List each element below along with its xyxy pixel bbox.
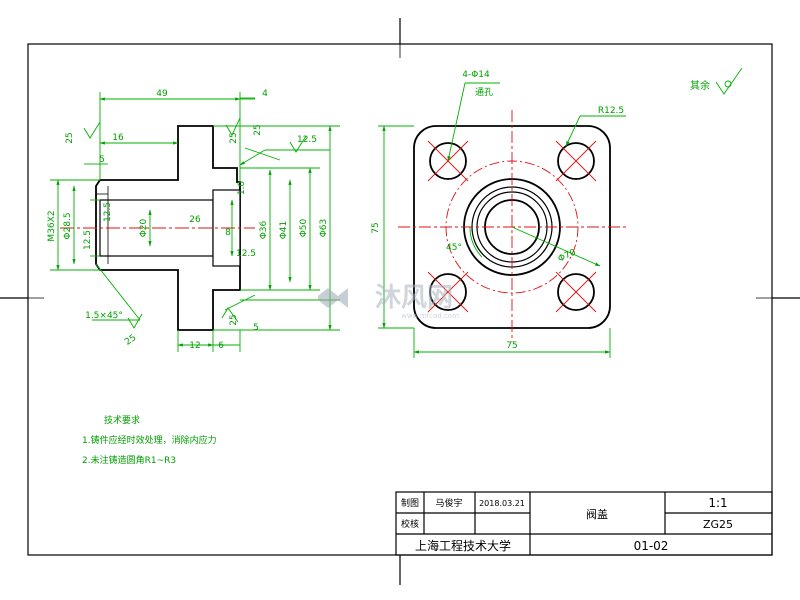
title-block	[395, 491, 773, 556]
front-view-dimensions: 49 4 25 16 25 25 12.5 5 12.5 1.0 M36X2 Φ…	[47, 89, 329, 351]
height-dim: 75	[371, 222, 381, 233]
watermark: 沐风网 www.mfcad.com	[318, 283, 459, 320]
scale: 1:1	[708, 496, 727, 510]
dim-phi36: Φ36	[259, 220, 269, 239]
tech-req-item-1: 1.铸件应经时效处理，消除内应力	[82, 434, 217, 446]
watermark-logo-icon	[318, 288, 348, 308]
dim-12-5-inner: 12.5	[103, 202, 113, 222]
dim-16: 16	[112, 133, 124, 143]
dim-12-5-top: 12.5	[297, 135, 317, 145]
dim-25-top-b: 25	[253, 124, 263, 135]
dim-25-top-a: 25	[229, 132, 239, 143]
dim-26: 26	[189, 215, 201, 225]
dim-25-left: 25	[65, 132, 75, 143]
dim-12: 12	[189, 341, 200, 351]
front-section-view	[50, 92, 340, 352]
radius-label: R12.5	[598, 106, 624, 116]
dim-12-5-right: 12.5	[236, 249, 256, 259]
dim-phi28-5: Φ28.5	[63, 212, 73, 239]
dim-1-0: 1.0	[237, 181, 247, 196]
dim-phi63: Φ63	[319, 219, 329, 238]
tech-req-item-2: 2.未注铸造圆角R1~R3	[82, 454, 176, 466]
drawn-name: 马俊宇	[435, 497, 462, 509]
holes-note: 通孔	[475, 87, 493, 98]
angle-label: 45°	[446, 243, 462, 253]
tech-requirements: 技术要求 1.铸件应经时效处理，消除内应力 2.未注铸造圆角R1~R3	[82, 414, 217, 466]
dim-phi50: Φ50	[299, 218, 309, 237]
dim-25-bottom-a: 25	[123, 333, 138, 348]
dim-5-bottom: 5	[253, 323, 259, 333]
chamfer-note: 1.5×45°	[85, 311, 123, 321]
dim-49: 49	[156, 89, 168, 99]
dim-m36x2: M36X2	[47, 210, 57, 241]
title-block-text: 制图 马俊宇 2018.03.21 校核 阀盖 1:1 ZG25 上海工程技术大…	[401, 496, 733, 553]
school-name: 上海工程技术大学	[415, 538, 511, 553]
dim-8: 8	[225, 228, 231, 238]
dim-12-5-left: 12.5	[83, 230, 93, 250]
pcd-label: Φ70	[557, 248, 578, 265]
material: ZG25	[703, 518, 733, 531]
surface-note-label: 其余	[690, 79, 710, 92]
dim-25-bottom-b: 25	[229, 314, 239, 325]
watermark-cn: 沐风网	[375, 283, 453, 313]
drawing-number: 01-02	[634, 539, 669, 553]
watermark-en: www.mfcad.com	[401, 312, 459, 320]
width-dim: 75	[506, 341, 517, 351]
dim-5-left: 5	[99, 155, 105, 165]
dim-4: 4	[262, 89, 268, 99]
dim-6: 6	[218, 341, 224, 351]
check-label: 校核	[401, 518, 419, 530]
part-name: 阀盖	[586, 507, 608, 521]
dim-phi20: Φ20	[139, 218, 149, 237]
surface-roughness-note: 其余	[690, 67, 743, 95]
drawn-label: 制图	[401, 497, 419, 509]
drawn-date: 2018.03.21	[479, 499, 525, 508]
tech-req-title: 技术要求	[104, 414, 140, 426]
dim-phi41: Φ41	[279, 221, 289, 240]
top-view	[378, 82, 626, 358]
holes-label: 4-Φ14	[462, 70, 490, 80]
